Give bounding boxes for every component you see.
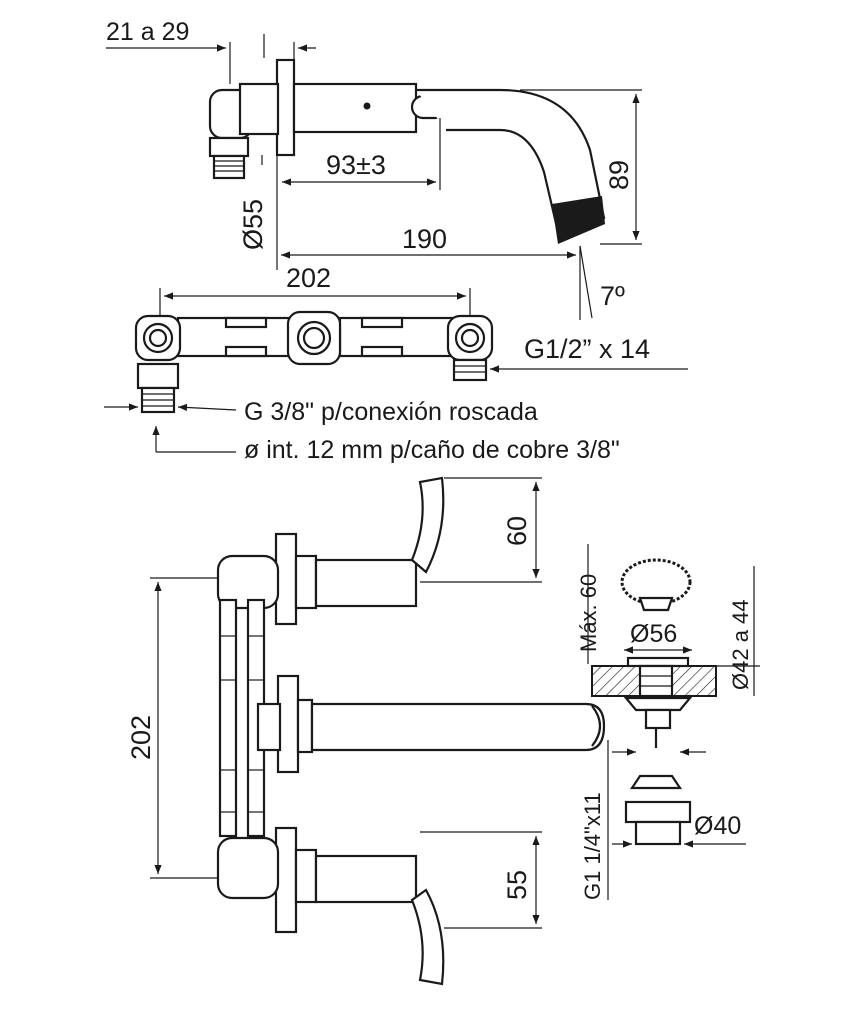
dim-drain-body: Ø40 bbox=[694, 812, 741, 840]
dim-valve-spacing-top: 202 bbox=[286, 263, 331, 293]
label-inlet-thread: G 3/8" p/conexión roscada bbox=[244, 398, 538, 426]
front-body-lower bbox=[314, 854, 418, 904]
side-wall-flange bbox=[275, 58, 296, 157]
dim-valve-spacing-front: 202 bbox=[126, 715, 156, 760]
side-spout bbox=[416, 88, 606, 234]
plan-view: 202 G1/2” x 14 G 3/8" bbox=[104, 263, 688, 464]
drain-flange bbox=[626, 656, 690, 668]
label-outlet-thread: G1/2” x 14 bbox=[524, 334, 650, 364]
dim-spout-angle: 7º bbox=[600, 281, 625, 311]
dim-handle-height-top: 60 bbox=[502, 516, 532, 546]
plan-valve-center bbox=[286, 310, 342, 366]
dim-flange-diameter: Ø55 bbox=[238, 199, 268, 250]
dim-handle-height-bottom: 55 bbox=[502, 870, 532, 900]
side-dimensions: 21 a 29 93±3 Ø55 190 89 7º bbox=[106, 18, 642, 320]
side-inlet-nut bbox=[208, 136, 250, 158]
plan-inlet-right bbox=[452, 358, 488, 382]
dim-drain-max: Máx. 60 bbox=[576, 574, 601, 652]
dim-wall-range: 21 a 29 bbox=[106, 18, 189, 46]
front-dimensions: 60 202 55 bbox=[126, 477, 542, 929]
side-view bbox=[208, 58, 606, 244]
dim-drain-hole: Ø42 a 44 bbox=[728, 599, 753, 690]
front-handle-upper bbox=[410, 476, 445, 574]
plan-valve-right bbox=[446, 314, 494, 362]
dim-spout-height: 89 bbox=[604, 160, 634, 190]
front-view bbox=[216, 476, 606, 986]
drain-detail: Máx. 60 Ø56 Ø42 a 44 G1 1/4"x11 Ø40 bbox=[576, 544, 760, 900]
front-spout bbox=[310, 702, 606, 752]
dim-drain-thread: G1 1/4"x11 bbox=[580, 792, 605, 900]
side-body bbox=[292, 82, 418, 134]
front-handle-lower bbox=[410, 888, 445, 986]
label-inlet-copper: ø int. 12 mm p/caño de cobre 3/8" bbox=[244, 436, 620, 464]
plan-valve-left bbox=[134, 314, 182, 362]
dim-valve-projection: 93±3 bbox=[326, 150, 386, 180]
front-pipe-left bbox=[218, 598, 238, 838]
drain-body bbox=[624, 800, 692, 824]
drain-cap bbox=[620, 558, 692, 606]
side-spout-tip bbox=[552, 196, 605, 244]
front-elbow-lower bbox=[216, 836, 280, 900]
side-body-screw bbox=[363, 102, 371, 110]
plan-inlet-left bbox=[136, 362, 180, 390]
dim-spout-length: 190 bbox=[402, 224, 447, 254]
drain-gasket bbox=[629, 774, 683, 790]
front-body-upper bbox=[314, 558, 418, 608]
dim-drain-flange: Ø56 bbox=[630, 620, 677, 648]
side-elbow-neck bbox=[238, 82, 280, 136]
side-inlet-thread bbox=[212, 154, 246, 180]
